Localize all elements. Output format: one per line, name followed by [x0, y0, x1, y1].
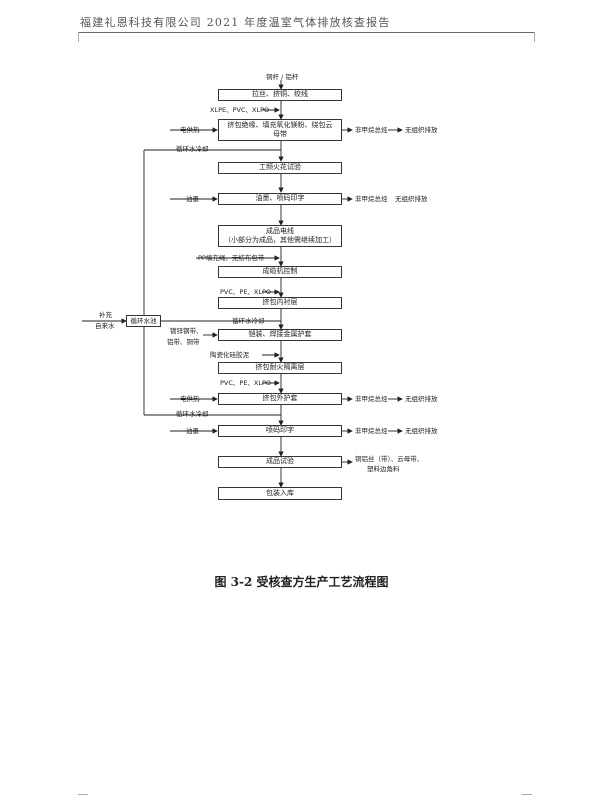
step-fire-barrier: 挤包耐火隔离层	[218, 362, 342, 374]
page-corner-mark	[78, 794, 88, 795]
label-supply-1: 补充	[99, 311, 112, 319]
step-inner-sheath: 挤包内衬层	[218, 297, 342, 309]
page-corner-mark	[528, 32, 535, 42]
step-armouring: 铠装、焊接金属护套	[218, 329, 342, 341]
finished-wire-title: 成品电线	[266, 226, 294, 235]
input-ink-1: 油墨	[186, 195, 199, 203]
output-nmhc-2: 非甲烷总烃	[355, 195, 388, 203]
finished-wire-note: （小部分为成品，其他需继续加工）	[224, 236, 336, 244]
input-armour-2: 铝带、铜带	[167, 338, 200, 346]
cooling-water-pool: 循环水池	[126, 315, 161, 327]
output-nmhc-3: 非甲烷总烃	[355, 395, 388, 403]
output-fugitive-3: 无组织排放	[405, 395, 438, 403]
label-cooling-3: 循环水冷却	[176, 410, 209, 418]
step-packaging: 包装入库	[218, 487, 342, 500]
step-code-printing: 喷码印字	[218, 425, 342, 437]
figure-caption: 图 3-2 受核查方生产工艺流程图	[214, 575, 389, 589]
page-corner-mark	[522, 794, 532, 795]
input-pp-filler: PP填充绳、无纺布包带	[198, 254, 265, 262]
output-scrap-1: 铜铝丝（带）、云母带、	[355, 455, 424, 463]
step-cabling: 成缆机控制	[218, 266, 342, 278]
step-outer-sheath: 挤包外护套	[218, 393, 342, 405]
step-finished-wire: 成品电线 （小部分为成品，其他需继续加工）	[218, 225, 342, 247]
input-pvc-2: PVC、PE、XLPO	[220, 288, 272, 296]
step-drawing: 拉丝、挤铜、绞线	[218, 89, 342, 101]
output-nmhc-4: 非甲烷总烃	[355, 427, 388, 435]
label-cooling-2: 循环水冷却	[232, 317, 265, 325]
input-electric-heat-1: 电供热	[180, 126, 200, 134]
step-insulation: 挤包绝缘、填充氧化镁粉、绕包云母带	[218, 119, 342, 141]
step-spark-test: 工频火花试验	[218, 162, 342, 174]
step-final-test: 成品试验	[218, 456, 342, 468]
output-fugitive-2: 无组织排放	[395, 195, 428, 203]
input-copper-aluminium-rod: 铜杆 / 铝杆	[266, 73, 299, 81]
label-supply-2: 自来水	[95, 322, 115, 330]
output-scrap-2: 塑料边角料	[367, 465, 400, 473]
output-fugitive-1: 无组织排放	[405, 126, 438, 134]
page-corner-mark	[78, 32, 85, 42]
input-ink-2: 油墨	[186, 427, 199, 435]
input-ceramic-silicone: 陶瓷化硅胶泥	[210, 351, 249, 359]
step-ink-printing: 油墨、喷码印字	[218, 193, 342, 205]
header-rule	[78, 32, 534, 33]
input-armour-1: 镀锌钢带、	[170, 327, 203, 335]
input-xlpe-1: XLPE、PVC、XLPO	[210, 106, 270, 114]
input-electric-heat-2: 电供热	[180, 395, 200, 403]
report-header: 福建礼恩科技有限公司 2021 年度温室气体排放核查报告	[80, 16, 391, 29]
output-nmhc-1: 非甲烷总烃	[355, 126, 388, 134]
input-pvc-3: PVC、PE、XLPO	[220, 379, 272, 387]
output-fugitive-4: 无组织排放	[405, 427, 438, 435]
label-cooling-1: 循环水冷却	[176, 145, 209, 153]
